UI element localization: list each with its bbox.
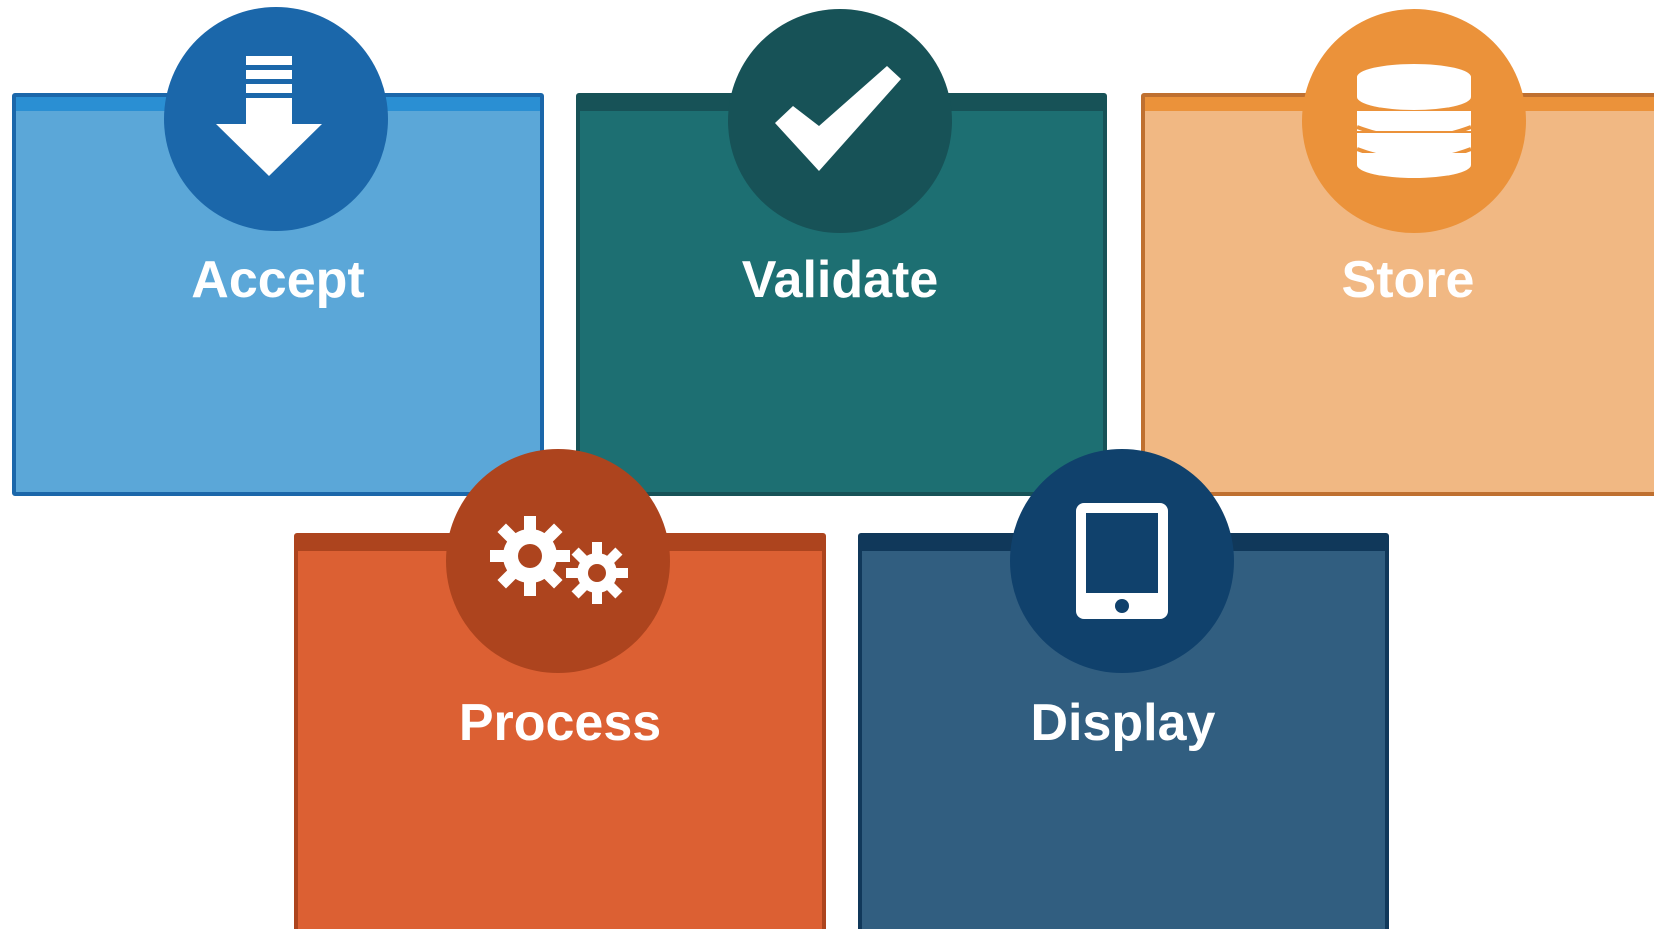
checkmark-icon	[775, 66, 905, 176]
accept-label: Accept	[191, 251, 365, 309]
display-circle	[1010, 449, 1234, 673]
validate-circle	[728, 9, 952, 233]
validate-card	[576, 93, 1107, 496]
download-arrow-icon	[216, 54, 336, 184]
process-circle	[446, 449, 670, 673]
store-label: Store	[1341, 251, 1475, 309]
accept-circle	[164, 7, 388, 231]
process-label: Process	[458, 694, 662, 752]
gears-icon	[488, 516, 628, 606]
display-label: Display	[1030, 694, 1216, 752]
database-icon	[1354, 61, 1474, 181]
store-circle	[1302, 9, 1526, 233]
validate-label: Validate	[741, 251, 939, 309]
tablet-icon	[1076, 503, 1168, 619]
